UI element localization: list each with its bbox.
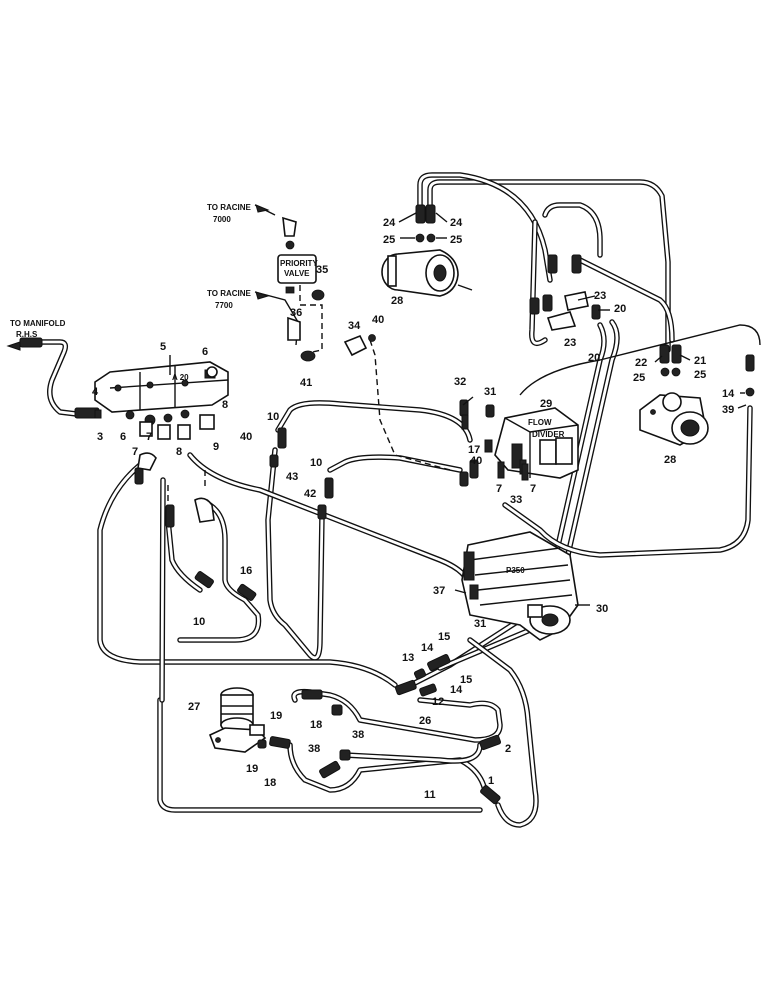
to-racine-7700-number: 7700 — [215, 301, 233, 310]
callout-42: 42 — [304, 488, 316, 500]
callout-26: 26 — [419, 715, 431, 727]
callout-7d: 7 — [530, 483, 536, 495]
callout-3: 3 — [97, 431, 103, 443]
callout-29: 29 — [540, 398, 552, 410]
callout-9: 9 — [213, 441, 219, 453]
callout-38b: 38 — [308, 743, 320, 755]
callout-40a: 40 — [372, 314, 384, 326]
callout-16: 16 — [240, 565, 252, 577]
hydraulic-motor-top — [381, 249, 473, 297]
callout-19b: 19 — [246, 763, 258, 775]
callout-6b: 6 — [120, 431, 126, 443]
callout-34: 34 — [348, 320, 361, 332]
callout-1: 1 — [488, 775, 494, 787]
callout-12: 12 — [432, 696, 444, 708]
callout-14b: 14 — [450, 684, 463, 696]
flow-divider: FLOW DIVIDER — [494, 407, 579, 479]
callout-25d: 25 — [694, 369, 706, 381]
tee-fitting-34 — [343, 334, 376, 357]
callout-7c: 7 — [496, 483, 502, 495]
callout-8a: 8 — [222, 399, 228, 411]
callout-24a: 24 — [383, 217, 396, 229]
callout-text: TO RACINE 7000 TO RACINE 7700 TO MANIFOL… — [6, 203, 270, 351]
callout-23b: 23 — [564, 337, 576, 349]
pump-text: P350 — [506, 566, 525, 575]
callout-25c: 25 — [633, 372, 645, 384]
callout-20a: 20 — [614, 303, 626, 315]
callout-10c: 10 — [193, 616, 205, 628]
flow-divider-text-1: FLOW — [528, 418, 552, 427]
callout-31b: 31 — [474, 618, 486, 630]
hydraulic-motor-right — [639, 392, 709, 446]
hydraulic-motor-27 — [208, 687, 267, 753]
callout-21: 21 — [694, 355, 706, 367]
callout-22: 22 — [635, 357, 647, 369]
callout-39: 39 — [722, 404, 734, 416]
to-manifold-label: TO MANIFOLD — [10, 319, 66, 328]
callout-8b: 8 — [176, 446, 182, 458]
callout-numbers: 1 2 3 4 5 6 6 7 7 7 7 8 8 9 10 10 10 11 … — [92, 217, 735, 801]
callout-14a: 14 — [421, 642, 434, 654]
callout-25a: 25 — [383, 234, 395, 246]
callout-28b: 28 — [664, 454, 676, 466]
callout-18b: 18 — [264, 777, 276, 789]
callout-24b: 24 — [450, 217, 463, 229]
callout-25b: 25 — [450, 234, 462, 246]
callout-20b: 20 — [588, 352, 600, 364]
callout-15b: 15 — [460, 674, 472, 686]
callout-31a: 31 — [484, 386, 496, 398]
callout-2: 2 — [505, 743, 511, 755]
to-racine-7700-label: TO RACINE — [207, 289, 252, 298]
to-racine-7000-label: TO RACINE — [207, 203, 252, 212]
callout-32: 32 — [454, 376, 466, 388]
callout-10a: 10 — [267, 411, 279, 423]
callout-19a: 19 — [270, 710, 282, 722]
callout-6a: 6 — [202, 346, 208, 358]
callout-33: 33 — [510, 494, 522, 506]
valve-label: A 20 — [172, 373, 189, 382]
callout-18a: 18 — [310, 719, 322, 731]
priority-text-2: VALVE — [284, 269, 310, 278]
control-valve-block: A 20 — [94, 361, 229, 440]
priority-valve: PRIORITY VALVE — [277, 216, 325, 362]
to-racine-7000-number: 7000 — [213, 215, 231, 224]
callout-40b: 40 — [240, 431, 252, 443]
callout-17: 17 — [468, 444, 480, 456]
callout-10b: 10 — [310, 457, 322, 469]
callout-13: 13 — [402, 652, 414, 664]
callout-35: 35 — [316, 264, 328, 276]
callout-5: 5 — [160, 341, 166, 353]
callout-11: 11 — [424, 789, 436, 801]
callout-40c: 40 — [470, 455, 482, 467]
callout-37: 37 — [433, 585, 445, 597]
leader-lines — [169, 212, 747, 606]
callout-7a: 7 — [132, 446, 138, 458]
callout-27: 27 — [188, 701, 200, 713]
priority-text-1: PRIORITY — [280, 259, 318, 268]
callout-28a: 28 — [391, 295, 403, 307]
callout-4: 4 — [92, 386, 99, 398]
callout-30: 30 — [596, 603, 608, 615]
callout-41: 41 — [300, 377, 312, 389]
hose-fittings — [19, 204, 755, 805]
callout-15a: 15 — [438, 631, 450, 643]
flow-divider-text-2: DIVIDER — [532, 430, 565, 439]
callout-43: 43 — [286, 471, 298, 483]
callout-7b: 7 — [146, 431, 152, 443]
hose-routing — [37, 172, 761, 828]
callout-36: 36 — [290, 307, 302, 319]
callout-38a: 38 — [352, 729, 364, 741]
callout-14c: 14 — [722, 388, 735, 400]
to-manifold-side: R.H.S — [16, 330, 38, 339]
hydraulic-pump: P350 — [461, 531, 579, 641]
callout-23a: 23 — [594, 290, 606, 302]
